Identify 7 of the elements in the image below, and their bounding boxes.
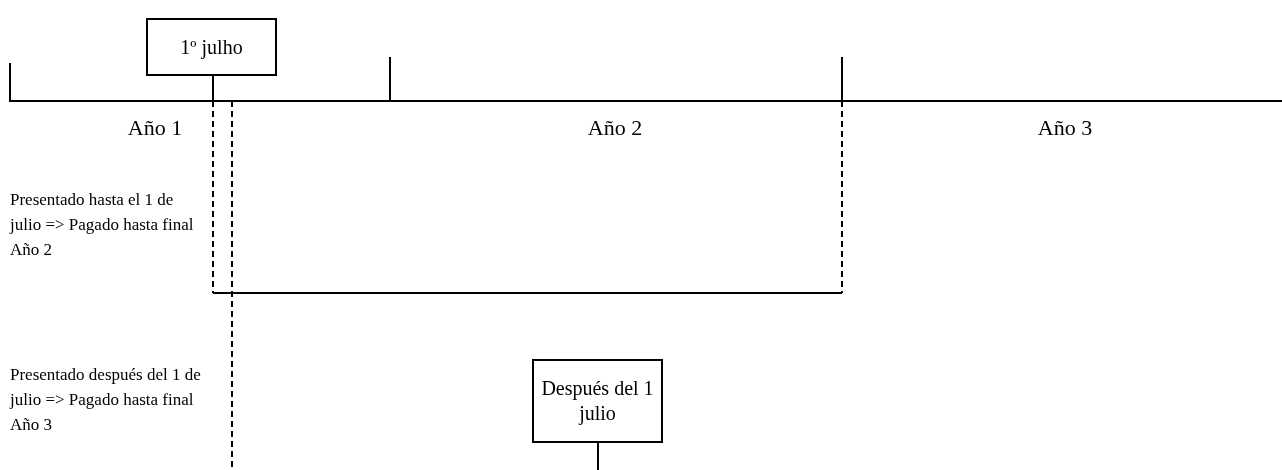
year-label: Año 3 (1036, 115, 1094, 141)
date-box: Después del 1 julio (532, 359, 663, 443)
year-label: Año 2 (586, 115, 644, 141)
year-label: Año 1 (126, 115, 184, 141)
date-box: 1º julho (146, 18, 277, 76)
note-text: Presentado hasta el 1 de julio => Pagado hasta final Año 2 (10, 189, 195, 261)
note-text: Presentado después del 1 de julio => Pagado hasta final Año 3 (10, 364, 202, 436)
